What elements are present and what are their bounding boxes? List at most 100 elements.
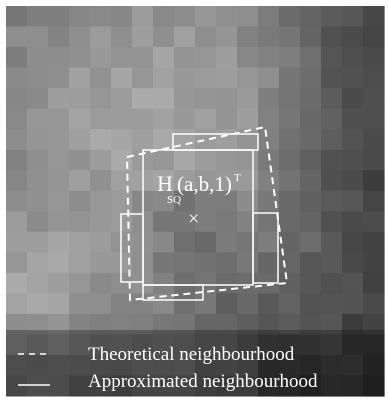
grid-pixel <box>216 334 238 356</box>
grid-pixel <box>363 211 385 233</box>
grid-pixel <box>195 313 217 336</box>
grid-pixel <box>153 67 175 89</box>
grid-pixel <box>48 108 70 130</box>
grid-pixel <box>195 375 217 397</box>
grid-pixel <box>321 170 343 192</box>
grid-pixel <box>195 293 217 315</box>
grid-pixel <box>363 252 385 274</box>
grid-pixel <box>90 293 112 315</box>
grid-pixel <box>279 6 301 28</box>
grid-pixel <box>342 354 364 377</box>
grid-pixel <box>216 67 238 89</box>
grid-pixel <box>69 26 91 48</box>
grid-pixel <box>69 170 91 192</box>
grid-pixel <box>216 211 238 233</box>
grid-pixel <box>321 252 343 274</box>
grid-pixel <box>69 190 91 212</box>
grid-pixel <box>6 190 28 212</box>
approx-bottom-block <box>142 284 204 301</box>
grid-pixel <box>111 88 133 110</box>
grid-pixel <box>300 67 322 89</box>
grid-pixel <box>27 88 49 110</box>
grid-pixel <box>174 293 196 315</box>
grid-pixel <box>6 231 28 253</box>
grid-pixel <box>300 252 322 274</box>
grid-pixel <box>90 6 112 28</box>
grid-pixel <box>321 26 343 48</box>
grid-pixel <box>342 375 364 397</box>
grid-pixel <box>195 6 217 28</box>
grid-pixel <box>279 67 301 89</box>
grid-pixel <box>363 293 385 315</box>
grid-pixel <box>90 108 112 130</box>
grid-pixel <box>195 211 217 233</box>
grid-pixel <box>237 375 259 397</box>
grid-pixel <box>48 375 70 397</box>
grid-pixel <box>279 334 301 356</box>
grid-pixel <box>153 211 175 233</box>
grid-pixel <box>27 6 49 28</box>
grid-pixel <box>363 231 385 253</box>
grid-pixel <box>300 129 322 151</box>
grid-pixel <box>174 129 196 151</box>
grid-pixel <box>237 88 259 110</box>
grid-pixel <box>321 375 343 397</box>
grid-pixel <box>342 231 364 253</box>
grid-pixel <box>90 129 112 151</box>
grid-pixel <box>237 313 259 336</box>
grid-pixel <box>258 334 280 356</box>
grid-pixel <box>27 252 49 274</box>
grid-pixel <box>279 293 301 315</box>
grid-pixel <box>174 354 196 377</box>
legend-label-theoretical: Theoretical neighbourhood <box>88 344 295 365</box>
grid-pixel <box>90 149 112 171</box>
grid-pixel <box>27 67 49 89</box>
grid-pixel <box>300 313 322 336</box>
grid-pixel <box>342 26 364 48</box>
grid-pixel <box>132 108 154 130</box>
grid-pixel <box>174 252 196 274</box>
grid-pixel <box>237 67 259 89</box>
grid-pixel <box>174 375 196 397</box>
grid-pixel <box>342 47 364 69</box>
grid-pixel <box>237 231 259 253</box>
grid-pixel <box>258 47 280 69</box>
grid-pixel <box>279 108 301 130</box>
grid-pixel <box>300 88 322 110</box>
grid-pixel <box>237 293 259 315</box>
grid-pixel <box>279 354 301 377</box>
grid-pixel <box>27 375 49 397</box>
grid-pixel <box>300 334 322 356</box>
grid-pixel <box>321 211 343 233</box>
grid-pixel <box>153 47 175 69</box>
grid-pixel <box>195 231 217 253</box>
grid-pixel <box>153 88 175 110</box>
grid-pixel <box>153 334 175 356</box>
grid-pixel <box>300 6 322 28</box>
grid-pixel <box>153 252 175 274</box>
grid-pixel <box>342 149 364 171</box>
grid-pixel <box>153 129 175 151</box>
grid-pixel <box>153 354 175 377</box>
grid-pixel <box>216 313 238 336</box>
grid-pixel <box>216 375 238 397</box>
grid-pixel <box>132 375 154 397</box>
grid-pixel <box>153 26 175 48</box>
grid-pixel <box>111 293 133 315</box>
grid-pixel <box>69 67 91 89</box>
grid-pixel <box>300 149 322 171</box>
grid-pixel <box>237 190 259 212</box>
grid-pixel <box>153 149 175 171</box>
grid-pixel <box>237 354 259 377</box>
approx-right-block <box>252 212 279 284</box>
grid-pixel <box>195 149 217 171</box>
grid-pixel <box>153 231 175 253</box>
grid-pixel <box>90 252 112 274</box>
grid-pixel <box>111 67 133 89</box>
grid-pixel <box>216 149 238 171</box>
grid-pixel <box>321 293 343 315</box>
grid-pixel <box>69 313 91 336</box>
grid-pixel <box>216 26 238 48</box>
grid-pixel <box>342 6 364 28</box>
grid-pixel <box>321 88 343 110</box>
